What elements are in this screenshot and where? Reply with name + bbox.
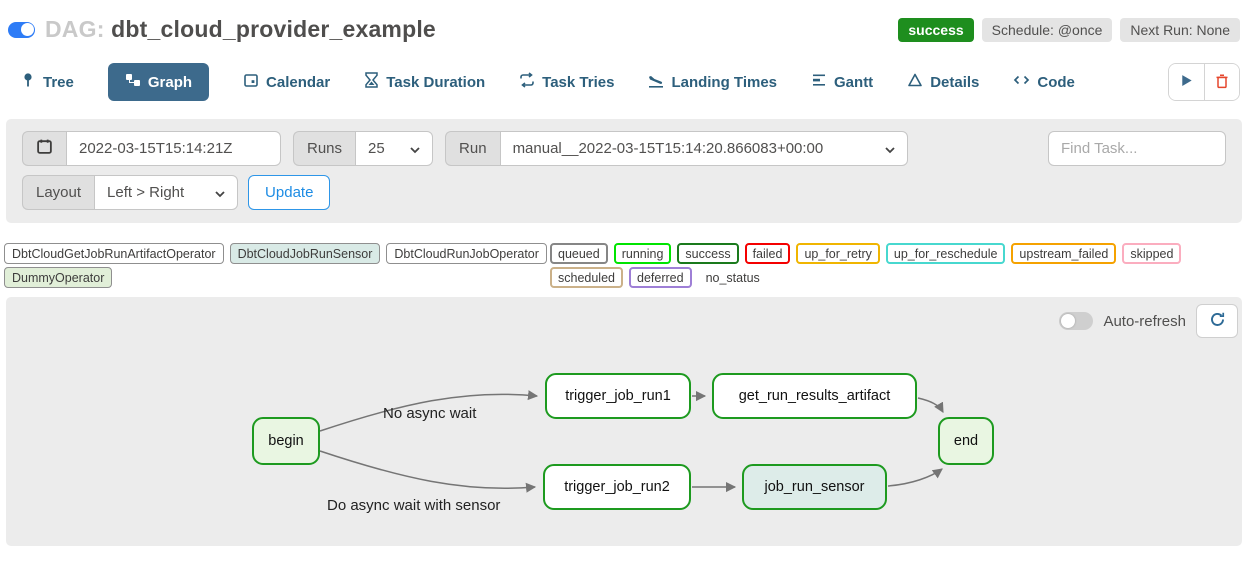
dag-edges — [319, 390, 944, 493]
code-icon — [1013, 72, 1030, 92]
toggle-knob — [1061, 314, 1076, 328]
tab-calendar[interactable]: Calendar — [243, 72, 330, 92]
run-label: Run — [445, 131, 500, 166]
edge-get_run_results_artifact-to-end — [917, 397, 944, 413]
hourglass-icon — [364, 72, 379, 92]
refresh-button[interactable] — [1196, 304, 1238, 338]
graph-node-trigger_job_run1[interactable]: trigger_job_run1 — [545, 373, 691, 419]
status-badge-up_for_reschedule: up_for_reschedule — [885, 243, 1006, 264]
play-icon — [1179, 73, 1194, 91]
status-badge-up_for_retry: up_for_retry — [796, 243, 880, 264]
tab-task-tries[interactable]: Task Tries — [519, 72, 614, 92]
calendar-icon — [36, 138, 53, 159]
tab-graph[interactable]: Graph — [107, 63, 210, 101]
operator-badge: DbtCloudJobRunSensor — [229, 243, 381, 264]
status-badge: success — [898, 17, 974, 42]
find-task-input[interactable] — [1048, 131, 1226, 166]
edge-job_run_sensor-to-end — [887, 468, 943, 487]
trigger-dag-button[interactable] — [1169, 64, 1204, 100]
page-title: DAG: dbt_cloud_provider_example — [45, 16, 436, 43]
schedule-badge: Schedule: @once — [981, 17, 1113, 42]
graph-node-trigger_job_run2[interactable]: trigger_job_run2 — [543, 464, 691, 510]
status-badge-no_status: no_status — [705, 270, 760, 285]
layout-select[interactable]: Left > Right — [94, 175, 239, 210]
dag-pause-toggle[interactable] — [8, 21, 35, 38]
runs-count-select[interactable]: 25 — [355, 131, 434, 166]
status-badge-queued: queued — [550, 243, 608, 264]
delete-dag-button[interactable] — [1204, 64, 1239, 100]
repeat-icon — [519, 72, 535, 92]
plane-landing-icon — [648, 72, 664, 92]
status-badge-running: running — [613, 243, 672, 264]
status-badge-deferred: deferred — [629, 267, 692, 288]
edge-label: Do async wait with sensor — [327, 497, 501, 514]
execution-date-input[interactable] — [66, 131, 281, 166]
edge-label: No async wait — [383, 405, 477, 422]
details-icon — [907, 72, 923, 92]
tab-tree[interactable]: Tree — [20, 72, 74, 92]
toggle-knob — [20, 23, 34, 36]
auto-refresh-toggle[interactable] — [1059, 312, 1094, 330]
auto-refresh-label: Auto-refresh — [1103, 312, 1186, 330]
status-badge-upstream_failed: upstream_failed — [1011, 243, 1117, 264]
status-badge-success: success — [677, 243, 739, 264]
tab-task-duration[interactable]: Task Duration — [364, 72, 485, 92]
trash-icon — [1214, 73, 1230, 92]
dag-graph-canvas[interactable]: Auto-refresh begin trigger_job_run1 get_ru… — [6, 297, 1242, 546]
tree-icon — [20, 72, 36, 92]
update-button[interactable]: Update — [248, 175, 331, 210]
graph-node-begin[interactable]: begin — [252, 417, 320, 465]
edge-begin-to-trigger_job_run2 — [319, 450, 537, 493]
runs-label: Runs — [293, 131, 356, 166]
refresh-icon — [1209, 311, 1226, 331]
operator-badge: DbtCloudGetJobRunArtifactOperator — [4, 243, 224, 264]
graph-node-get_run_results_artifact[interactable]: get_run_results_artifact — [712, 373, 917, 419]
next-run-badge: Next Run: None — [1120, 17, 1240, 42]
dag-header: DAG: dbt_cloud_provider_example success … — [0, 0, 1248, 43]
dag-name: dbt_cloud_provider_example — [111, 16, 436, 42]
status-badge-skipped: skipped — [1122, 243, 1182, 264]
chevron-down-icon — [215, 185, 225, 202]
edge-begin-to-trigger_job_run1 — [319, 390, 539, 432]
calendar-icon — [243, 72, 259, 92]
calendar-picker-button[interactable] — [22, 131, 66, 166]
tab-gantt[interactable]: Gantt — [811, 72, 873, 92]
tab-code[interactable]: Code — [1013, 72, 1075, 92]
status-badge-scheduled: scheduled — [550, 267, 623, 288]
view-tabs: Tree Graph Calendar Task Duration Task T… — [20, 63, 1240, 101]
gantt-icon — [811, 72, 827, 92]
graph-toolbar: Runs 25 Run manual__2022-03-15T15:14:20.… — [6, 119, 1242, 223]
operator-badge: DummyOperator — [4, 267, 113, 288]
tab-landing-times[interactable]: Landing Times — [648, 72, 777, 92]
chevron-down-icon — [884, 141, 895, 158]
chevron-down-icon — [410, 141, 420, 158]
layout-label: Layout — [22, 175, 95, 210]
status-badge-failed: failed — [744, 243, 791, 264]
dag-action-buttons — [1168, 63, 1240, 101]
run-select[interactable]: manual__2022-03-15T15:14:20.866083+00:00 — [499, 131, 908, 166]
graph-node-end[interactable]: end — [938, 417, 994, 465]
operator-badge: DbtCloudRunJobOperator — [386, 243, 547, 264]
dag-label: DAG: — [45, 16, 105, 42]
tab-details[interactable]: Details — [907, 72, 979, 92]
graph-node-job_run_sensor[interactable]: job_run_sensor — [742, 464, 887, 510]
graph-icon — [125, 72, 141, 92]
